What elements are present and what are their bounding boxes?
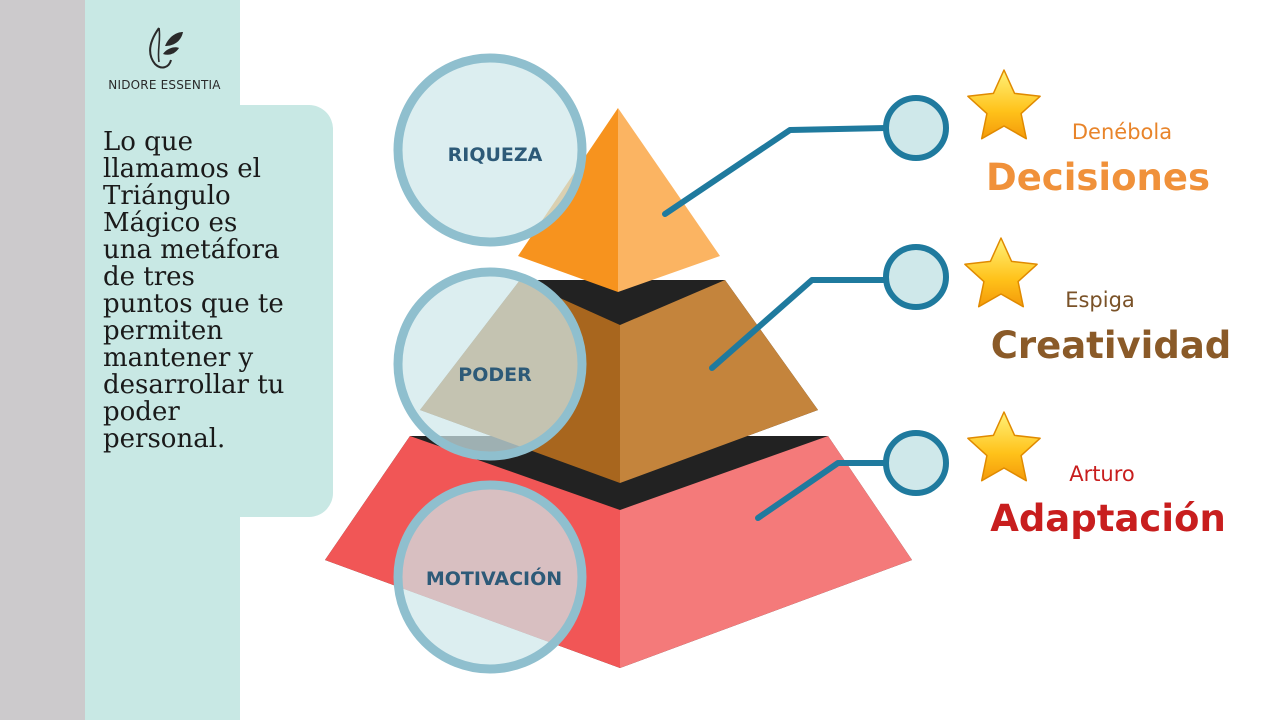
intro-text: Lo que llamamos el Triángulo Mágico es u… (103, 127, 285, 454)
star-value-creatividad: Creatividad (991, 324, 1232, 367)
level-label-poder: PODER (458, 364, 532, 386)
brand-name: NIDORE ESSENTIA (108, 78, 221, 92)
level-circle-riqueza: RIQUEZA (393, 53, 587, 247)
star-name-espiga: Espiga (1065, 288, 1135, 312)
connector-node-bottom (883, 430, 949, 496)
star-icon (967, 411, 1041, 482)
left-gray-strip (0, 0, 85, 720)
level-circle-poder: PODER (393, 267, 587, 461)
star-icon (964, 237, 1038, 308)
text-panel (85, 105, 333, 517)
star-name-denebola: Denébola (1072, 120, 1172, 144)
level-label-riqueza: RIQUEZA (448, 144, 543, 166)
connector-node-middle (883, 244, 949, 310)
level-label-motivacion: MOTIVACIÓN (426, 566, 562, 590)
star-value-adaptacion: Adaptación (990, 497, 1226, 540)
connector-line-bottom (755, 460, 889, 521)
connector-node-top (883, 95, 949, 161)
level-circle-motivacion: MOTIVACIÓN (393, 480, 587, 674)
brand-logo: NIDORE ESSENTIA (97, 24, 232, 92)
leaf-drop-icon (148, 27, 183, 69)
star-value-decisiones: Decisiones (986, 156, 1210, 199)
connector-line-middle (709, 277, 889, 371)
star-name-arturo: Arturo (1069, 462, 1135, 486)
connector-line-top (662, 125, 889, 217)
star-icon (967, 69, 1041, 140)
